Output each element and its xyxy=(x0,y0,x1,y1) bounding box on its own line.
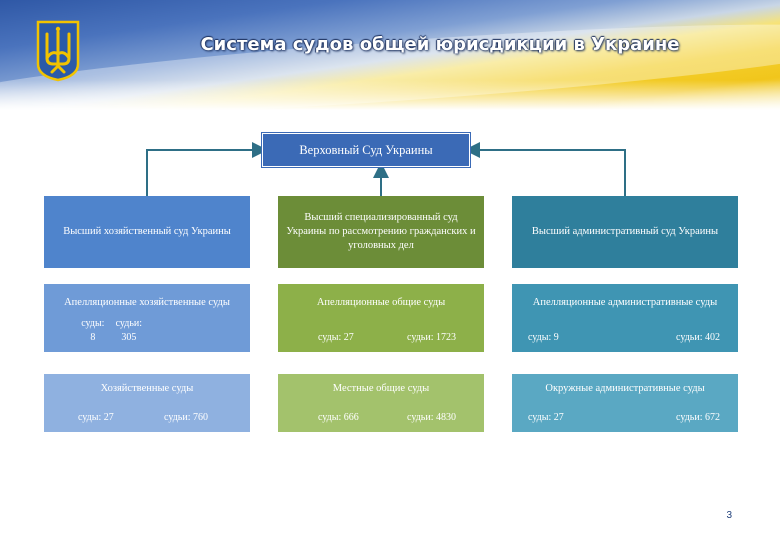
page-title: Система судов общей юрисдикции в Украине xyxy=(200,34,680,55)
local-courts-label: Местные общие суды xyxy=(332,383,430,394)
high-commercial-court-box: Высший хозяйственный суд Украины xyxy=(44,196,250,268)
appeal-courts-label: Апелляционные общие суды xyxy=(316,297,446,308)
trident-emblem-icon xyxy=(36,20,80,82)
local-stats: суды: 27 судьи: 760 xyxy=(44,411,250,425)
connector-right xyxy=(464,142,626,196)
high-court-label: Высший административный суд Украины xyxy=(531,225,719,237)
courts-count: суды: 8 xyxy=(81,318,105,343)
judges-count: судьи: 305 xyxy=(115,318,143,343)
appeal-courts-label: Апелляционные административные суды xyxy=(532,297,718,308)
judges-count: судьи: 760 xyxy=(164,411,208,423)
high-specialized-court-box: Высший специализированный суд Украины по… xyxy=(278,196,484,268)
local-stats: суды: 27 судьи: 672 xyxy=(512,411,738,425)
appeal-stats: суды: 8 судьи: 305 xyxy=(44,317,250,344)
local-general-courts-box: Местные общие суды суды: 666 судьи: 4830 xyxy=(278,374,484,432)
commercial-courts-box: Хозяйственные суды суды: 27 судьи: 760 xyxy=(44,374,250,432)
judges-count: судьи: 672 xyxy=(676,411,720,423)
local-courts-label: Хозяйственные суды xyxy=(100,383,194,394)
district-administrative-courts-box: Окружные административные суды суды: 27 … xyxy=(512,374,738,432)
high-court-label: Высший хозяйственный суд Украины xyxy=(63,225,231,237)
page-number: 3 xyxy=(726,510,732,521)
header-banner xyxy=(0,0,780,110)
appeal-commercial-courts-box: Апелляционные хозяйственные суды суды: 8… xyxy=(44,284,250,352)
courts-count: суды: 9 xyxy=(528,331,559,343)
appeal-administrative-courts-box: Апелляционные административные суды суды… xyxy=(512,284,738,352)
supreme-court-box: Верховный Суд Украины xyxy=(262,133,470,167)
judges-count: судьи: 4830 xyxy=(407,411,456,423)
courts-count: суды: 27 xyxy=(528,411,564,423)
courts-count: суды: 666 xyxy=(318,411,359,423)
judges-count: судьи: 402 xyxy=(676,331,720,343)
courts-count: суды: 27 xyxy=(318,331,354,343)
local-courts-label: Окружные административные суды xyxy=(545,383,705,394)
appeal-stats: суды: 27 судьи: 1723 xyxy=(278,331,484,345)
appeal-stats: суды: 9 судьи: 402 xyxy=(512,331,738,345)
supreme-court-label: Верховный Суд Украины xyxy=(299,142,433,157)
high-administrative-court-box: Высший административный суд Украины xyxy=(512,196,738,268)
appeal-courts-label: Апелляционные хозяйственные суды xyxy=(64,297,230,308)
high-court-label: Высший специализированный суд Украины по… xyxy=(286,211,476,252)
courts-count: суды: 27 xyxy=(78,411,114,423)
judges-count: судьи: 1723 xyxy=(407,331,456,343)
appeal-general-courts-box: Апелляционные общие суды суды: 27 судьи:… xyxy=(278,284,484,352)
local-stats: суды: 666 судьи: 4830 xyxy=(278,411,484,425)
connector-left xyxy=(146,142,268,196)
